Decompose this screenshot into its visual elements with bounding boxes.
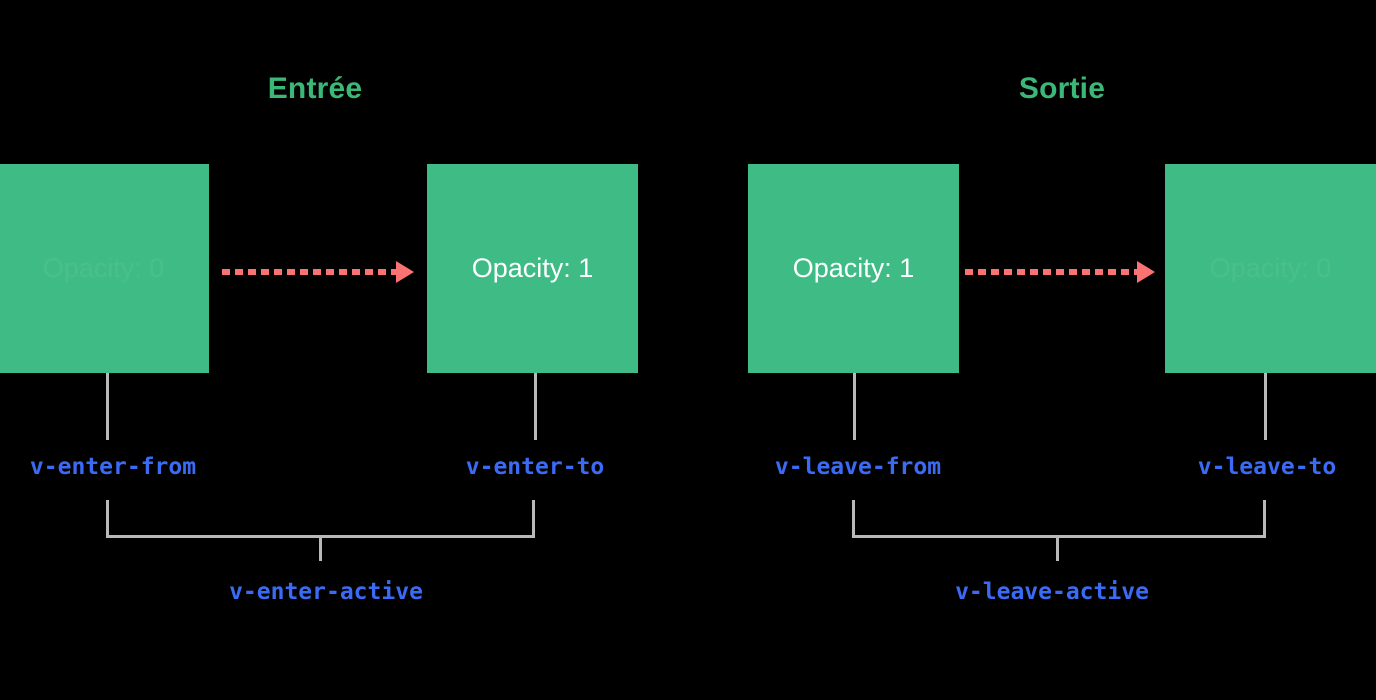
box-leave-to: Opacity: 0 <box>1165 164 1376 373</box>
box-leave-from: Opacity: 1 <box>748 164 959 373</box>
section-title-enter: Entrée <box>267 72 363 105</box>
box-enter-from: Opacity: 0 <box>0 164 209 373</box>
connector-stem <box>853 373 856 440</box>
class-label-v-enter-from: v-enter-from <box>29 454 197 480</box>
class-label-v-enter-to: v-enter-to <box>465 454 605 480</box>
bracket-enter-active <box>106 500 535 538</box>
connector-stem <box>534 373 537 440</box>
bracket-stem <box>319 538 322 561</box>
bracket-leave-active <box>852 500 1266 538</box>
dashed-line-icon <box>222 269 397 275</box>
class-label-v-leave-active: v-leave-active <box>955 579 1149 605</box>
class-label-v-leave-from: v-leave-from <box>774 454 942 480</box>
arrow-head-icon <box>1137 261 1155 283</box>
arrow-leave <box>965 261 1155 283</box>
box-label-opacity: Opacity: 0 <box>42 253 165 283</box>
bracket-stem <box>1056 538 1059 561</box>
class-label-v-leave-to: v-leave-to <box>1197 454 1337 480</box>
arrow-head-icon <box>396 261 414 283</box>
box-enter-to: Opacity: 1 <box>427 164 638 373</box>
box-label-opacity: Opacity: 0 <box>1209 253 1332 283</box>
box-label-opacity: Opacity: 1 <box>792 253 915 283</box>
class-label-v-enter-active: v-enter-active <box>229 579 423 605</box>
connector-stem <box>1264 373 1267 440</box>
dashed-line-icon <box>965 269 1138 275</box>
arrow-enter <box>222 261 414 283</box>
box-label-opacity: Opacity: 1 <box>471 253 594 283</box>
connector-stem <box>106 373 109 440</box>
section-title-leave: Sortie <box>1018 72 1106 105</box>
